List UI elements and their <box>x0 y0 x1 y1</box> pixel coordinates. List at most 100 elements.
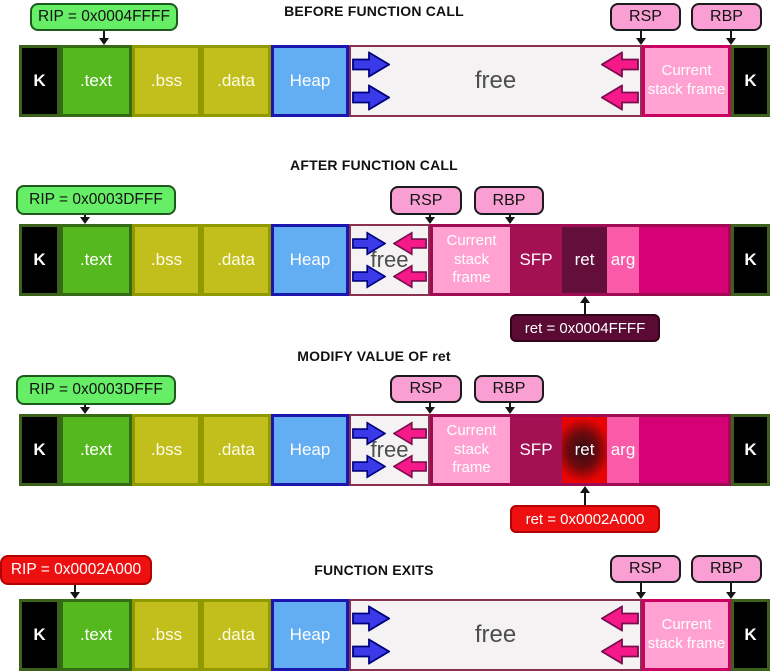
pointer-arrow <box>580 486 590 505</box>
pointer-arrow <box>425 403 435 414</box>
segment-kernel: K <box>731 414 770 486</box>
segment-free: free <box>349 599 642 671</box>
segment-ret: ret <box>562 227 607 293</box>
stack-growth-arrow-icon <box>601 51 639 78</box>
segment-free: free <box>349 45 642 117</box>
segment-prev-frame <box>639 227 728 293</box>
segment-sfp: SFP <box>510 227 562 293</box>
segment-kernel: K <box>19 414 60 486</box>
segment-data: .data <box>201 45 271 117</box>
rsp-label: RSP <box>390 375 462 403</box>
segment-kernel: K <box>19 45 60 117</box>
segment-kernel: K <box>731 45 770 117</box>
stack-growth-arrow-icon <box>601 605 639 632</box>
rsp-label: RSP <box>610 3 681 31</box>
pointer-arrow <box>70 585 80 599</box>
rbp-label: RBP <box>691 555 762 583</box>
segment-heap: Heap <box>271 414 349 486</box>
rip-label: RIP = 0x0004FFFF <box>30 3 178 31</box>
rip-label: RIP = 0x0003DFFF <box>16 185 176 215</box>
stack-growth-arrows <box>393 421 427 480</box>
heap-growth-arrow-icon <box>352 84 390 111</box>
segment-kernel: K <box>19 599 60 671</box>
segment-data: .data <box>201 224 271 296</box>
segment-kernel: K <box>731 224 770 296</box>
stack-growth-arrow-icon <box>393 231 427 256</box>
pointer-arrow <box>80 405 90 414</box>
segment-heap: Heap <box>271 599 349 671</box>
ret-value-label: ret = 0x0004FFFF <box>510 314 660 342</box>
segment-stack-frame: Current stack frame <box>433 417 510 483</box>
segment-data: .data <box>201 599 271 671</box>
stack-growth-arrow-icon <box>601 84 639 111</box>
row-title: AFTER FUNCTION CALL <box>290 157 458 173</box>
heap-growth-arrow-icon <box>352 605 390 632</box>
row-title: FUNCTION EXITS <box>314 562 434 578</box>
segment-free: free <box>349 414 430 486</box>
rsp-label: RSP <box>390 186 462 215</box>
heap-growth-arrow-icon <box>352 454 386 479</box>
stack-growth-arrows <box>601 605 639 665</box>
stack-growth-arrow-icon <box>393 264 427 289</box>
heap-growth-arrow-icon <box>352 51 390 78</box>
segment-bss: .bss <box>132 45 201 117</box>
stack-region: Current stack frame SFP ret arg <box>430 224 731 296</box>
segment-data: .data <box>201 414 271 486</box>
heap-growth-arrows <box>352 605 390 665</box>
heap-growth-arrows <box>352 421 386 480</box>
pointer-arrow <box>726 31 736 45</box>
rsp-label: RSP <box>610 555 681 583</box>
segment-bss: .bss <box>132 599 201 671</box>
segment-free: free <box>349 224 430 296</box>
segment-text: .text <box>60 45 132 117</box>
stack-growth-arrow-icon <box>393 454 427 479</box>
segment-stack-frame: Current stack frame <box>642 599 731 671</box>
rip-label: RIP = 0x0003DFFF <box>16 375 176 405</box>
segment-prev-frame <box>639 417 728 483</box>
segment-sfp: SFP <box>510 417 562 483</box>
row-title: MODIFY VALUE OF ret <box>297 348 451 364</box>
pointer-arrow <box>80 215 90 224</box>
pointer-arrow <box>636 31 646 45</box>
segment-kernel: K <box>731 599 770 671</box>
heap-growth-arrow-icon <box>352 638 390 665</box>
stack-growth-arrow-icon <box>601 638 639 665</box>
stack-growth-arrow-icon <box>393 421 427 446</box>
pointer-arrow <box>425 215 435 224</box>
segment-text: .text <box>60 224 132 296</box>
pointer-arrow <box>505 403 515 414</box>
free-label: free <box>474 621 517 648</box>
segment-bss: .bss <box>132 414 201 486</box>
free-label: free <box>370 247 409 272</box>
pointer-arrow <box>99 31 109 45</box>
free-label: free <box>474 67 517 94</box>
segment-bss: .bss <box>132 224 201 296</box>
pointer-arrow <box>505 215 515 224</box>
segment-ret-modified: ret <box>562 417 607 483</box>
free-label: free <box>370 437 409 462</box>
segment-stack-frame: Current stack frame <box>642 45 731 117</box>
segment-heap: Heap <box>271 224 349 296</box>
rbp-label: RBP <box>691 3 762 31</box>
rbp-label: RBP <box>474 375 544 403</box>
segment-stack-frame: Current stack frame <box>433 227 510 293</box>
segment-heap: Heap <box>271 45 349 117</box>
ret-value-label: ret = 0x0002A000 <box>510 505 660 533</box>
pointer-arrow <box>580 296 590 314</box>
rbp-label: RBP <box>474 186 544 215</box>
heap-growth-arrow-icon <box>352 231 386 256</box>
stack-region: Current stack frame SFP ret arg <box>430 414 731 486</box>
segment-kernel: K <box>19 224 60 296</box>
segment-text: .text <box>60 414 132 486</box>
heap-growth-arrows <box>352 51 390 111</box>
heap-growth-arrows <box>352 231 386 290</box>
row-title: BEFORE FUNCTION CALL <box>284 3 464 19</box>
segment-text: .text <box>60 599 132 671</box>
stack-growth-arrows <box>601 51 639 111</box>
heap-growth-arrow-icon <box>352 264 386 289</box>
rip-label: RIP = 0x0002A000 <box>0 555 152 585</box>
segment-arg: arg <box>607 417 639 483</box>
pointer-arrow <box>636 583 646 599</box>
segment-arg: arg <box>607 227 639 293</box>
